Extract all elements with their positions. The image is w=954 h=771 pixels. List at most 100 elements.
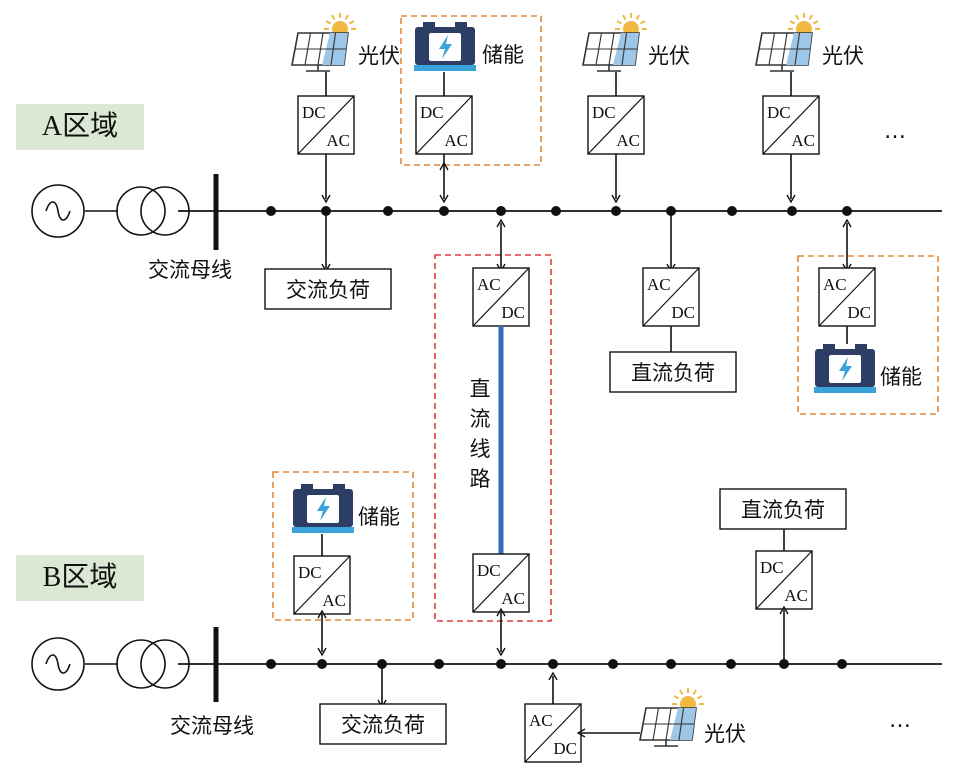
battery-terminal — [301, 484, 313, 490]
load-label: 直流负荷 — [741, 498, 825, 522]
b-battery — [292, 484, 354, 533]
sun-ray — [697, 695, 703, 700]
converter-diagonal — [293, 555, 351, 615]
converter-label-bottom: AC — [444, 131, 468, 150]
bolt-icon — [317, 497, 330, 521]
converter-label-bottom: AC — [791, 131, 815, 150]
a-pv-2 — [582, 13, 647, 72]
region-b-tag: B区域 — [16, 555, 144, 601]
b-ac-source — [31, 637, 85, 691]
converter-label-top: DC — [767, 103, 791, 122]
sun-ray — [813, 20, 819, 25]
b-bus-node — [608, 659, 618, 669]
a-bus-node — [842, 206, 852, 216]
region-a-tag: A区域 — [16, 104, 144, 150]
b-ellipsis: … — [889, 708, 911, 733]
converter-diagonal — [642, 267, 700, 327]
a-pv-3-label: 光伏 — [822, 44, 864, 68]
b-transformer — [116, 639, 190, 689]
converter-label-top: AC — [823, 275, 847, 294]
battery-terminal — [823, 344, 835, 350]
converter-diagonal — [762, 95, 820, 155]
converter-diagonal — [818, 267, 876, 327]
b-bus-node — [496, 659, 506, 669]
b-storage-frame — [272, 471, 414, 621]
b-bus-node — [726, 659, 736, 669]
converter-label-bottom: DC — [501, 303, 525, 322]
a-bus-node — [439, 206, 449, 216]
a-storage-1-frame — [400, 15, 542, 166]
converter-label-bottom: AC — [784, 586, 808, 605]
dc-line-label-char: 线 — [470, 437, 491, 461]
converter-label-bottom: AC — [501, 589, 525, 608]
sine-wave — [45, 654, 71, 674]
b-bus-node — [317, 659, 327, 669]
load-label: 直流负荷 — [631, 361, 715, 385]
a-pv-1 — [291, 13, 356, 72]
converter-label-bottom: AC — [322, 591, 346, 610]
a-bus-node — [787, 206, 797, 216]
a-pv-2-label: 光伏 — [648, 44, 690, 68]
b-bus-node — [837, 659, 847, 669]
a-storage-1-label: 储能 — [482, 43, 524, 67]
load-frame — [319, 703, 447, 745]
b-pv-label: 光伏 — [704, 722, 746, 746]
b-bus-node — [434, 659, 444, 669]
a-bus-node — [611, 206, 621, 216]
converter-diagonal — [472, 267, 530, 327]
a-ac-load: 交流负荷 — [264, 268, 392, 310]
bolt-icon — [439, 35, 452, 59]
a-bus-node — [496, 206, 506, 216]
a-bus-node — [266, 206, 276, 216]
battery-terminal — [455, 22, 467, 28]
a-bus-label: 交流母线 — [148, 258, 232, 282]
battery-terminal — [333, 484, 345, 490]
a-bus-node — [383, 206, 393, 216]
converter-diagonal — [524, 703, 582, 763]
converter-diagonal — [297, 95, 355, 155]
converter-label-bottom: DC — [847, 303, 871, 322]
b-bus-label: 交流母线 — [170, 714, 254, 738]
sun-ray — [622, 14, 627, 20]
dc-line-frame — [434, 254, 552, 622]
sun-ray — [795, 14, 800, 20]
converter-label-bottom: AC — [326, 131, 350, 150]
sun-ray — [331, 14, 336, 20]
converter-label-top: DC — [298, 563, 322, 582]
converter-diagonal — [472, 553, 530, 613]
load-frame — [264, 268, 392, 310]
sun-ray — [679, 689, 684, 695]
converter-label-top: AC — [477, 275, 501, 294]
converter-label-top: DC — [477, 561, 501, 580]
sun-ray — [344, 14, 349, 20]
bolt-icon — [839, 357, 852, 381]
b-bus-node — [548, 659, 558, 669]
a-pv-3 — [755, 13, 820, 72]
battery-terminal — [423, 22, 435, 28]
dc-line-label-char: 路 — [470, 467, 491, 491]
transformer-coil-right — [140, 186, 190, 236]
battery-terminal — [855, 344, 867, 350]
a-storage-2-frame — [797, 255, 939, 415]
sine-wave — [45, 201, 71, 221]
converter-label-top: AC — [647, 275, 671, 294]
sun-ray — [789, 20, 795, 25]
converter-label-bottom: DC — [671, 303, 695, 322]
a-dc-load: 直流负荷 — [609, 351, 737, 393]
a-ac-source — [31, 184, 85, 238]
battery-base — [814, 387, 876, 393]
battery-base — [414, 65, 476, 71]
sun-ray — [808, 14, 813, 20]
transformer-coil-left — [116, 186, 166, 236]
